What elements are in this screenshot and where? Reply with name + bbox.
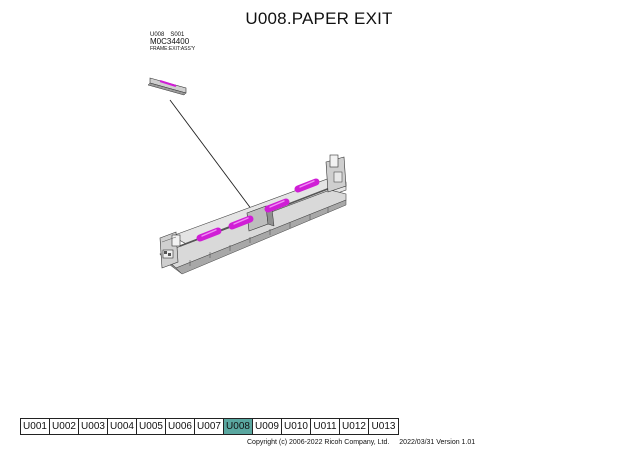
exit-rollers: [196, 178, 320, 242]
part-callout[interactable]: U008 S001 M0C34400 FRAME:EXIT:ASS'Y: [150, 32, 195, 52]
paper-exit-frame-assembly[interactable]: [159, 154, 347, 275]
footer: Copyright (c) 2006-2022 Ricoh Company, L…: [247, 439, 475, 446]
section-navigation: U001 U002 U003 U004 U005 U006 U007 U008 …: [20, 418, 399, 435]
nav-tab-u007[interactable]: U007: [195, 419, 224, 434]
nav-tab-u012[interactable]: U012: [340, 419, 369, 434]
nav-tab-u005[interactable]: U005: [137, 419, 166, 434]
nav-tab-u010[interactable]: U010: [282, 419, 311, 434]
nav-tab-u011[interactable]: U011: [311, 419, 340, 434]
nav-tab-u002[interactable]: U002: [50, 419, 79, 434]
nav-tab-u003[interactable]: U003: [79, 419, 108, 434]
page-title: U008.PAPER EXIT: [245, 9, 393, 28]
callout-ref-code: U008: [150, 32, 165, 38]
nav-tab-u006[interactable]: U006: [166, 419, 195, 434]
callout-reference: U008 S001: [150, 32, 195, 38]
nav-tab-u001[interactable]: U001: [21, 419, 50, 434]
callout-item-number: S001: [170, 32, 185, 38]
nav-tab-u008[interactable]: U008: [224, 419, 253, 434]
callout-part-number: M0C34400: [150, 37, 190, 47]
nav-tab-u013[interactable]: U013: [369, 419, 398, 434]
copyright-text: Copyright (c) 2006-2022 Ricoh Company, L…: [247, 439, 390, 446]
thumbnail-part[interactable]: [147, 77, 187, 96]
leader-line: [169, 99, 253, 211]
nav-tab-u004[interactable]: U004: [108, 419, 137, 434]
thumbnail-roller: [159, 79, 177, 88]
callout-part-name: FRAME:EXIT:ASS'Y: [150, 45, 196, 52]
version-text: 2022/03/31 Version 1.01: [399, 439, 476, 446]
nav-tab-u009[interactable]: U009: [253, 419, 282, 434]
